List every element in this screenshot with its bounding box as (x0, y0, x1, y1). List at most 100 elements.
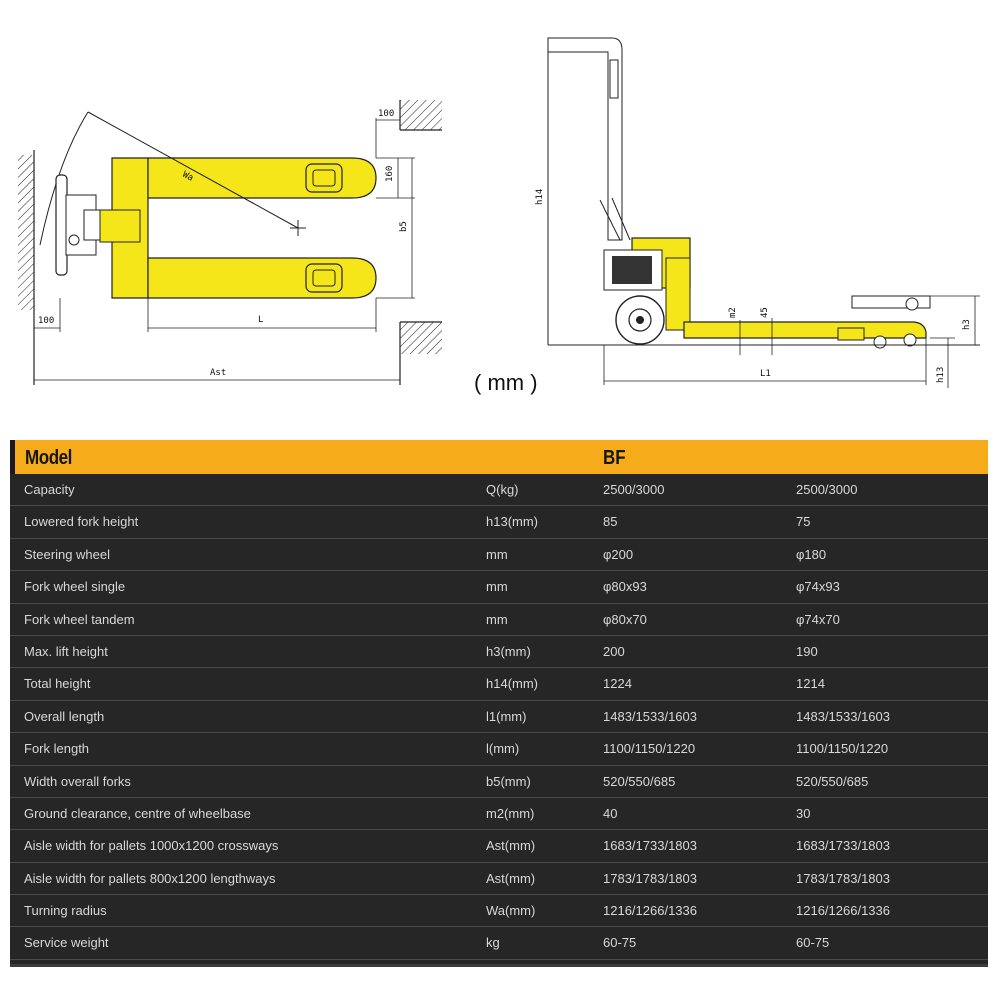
row-value-2: 1683/1733/1803 (796, 838, 890, 854)
dim-L1: L1 (760, 369, 771, 379)
row-value-1: φ80x93 (603, 579, 647, 595)
bottom-wall-hatch (400, 322, 442, 354)
row-value-1: 520/550/685 (603, 773, 676, 789)
row-unit: l(mm) (486, 741, 520, 757)
row-value-1: 40 (603, 805, 618, 821)
row-value-1: 1683/1733/1803 (603, 838, 697, 854)
dim-h14: h14 (535, 189, 545, 205)
row-parameter: Aisle width for pallets 800x1200 lengthw… (24, 870, 276, 886)
row-value-2: 1100/1150/1220 (796, 741, 889, 757)
table-row: Overall length l1(mm) 1483/1533/1603 1483/1… (10, 701, 988, 734)
row-value-2: 1216/1266/1336 (796, 903, 890, 919)
row-unit: Ast(mm) (486, 838, 536, 854)
row-parameter: Overall length (24, 708, 105, 724)
table-row: Fork wheel tandem mm φ80x70 φ74x70 (10, 604, 988, 636)
row-value-2: 30 (796, 805, 811, 821)
row-value-2: 1483/1533/1603 (796, 708, 890, 724)
row-unit: m2(mm) (486, 805, 535, 821)
row-unit: l1(mm) (486, 708, 527, 724)
table-row: Turning radius Wa(mm) 1216/1266/1336 1216/1… (10, 895, 988, 928)
row-value-1: 1224 (603, 676, 632, 692)
row-unit: Wa(mm) (486, 903, 536, 919)
row-parameter: Lowered fork height (24, 514, 139, 530)
dim-h13: h13 (936, 367, 946, 383)
row-value-1: φ200 (603, 546, 634, 562)
row-value-2: 520/550/685 (796, 773, 869, 789)
row-value-2: φ74x93 (796, 579, 840, 595)
table-row: Steering wheel mm φ200 φ180 (10, 539, 988, 572)
header-series: BF (603, 447, 626, 469)
row-value-2: 1214 (796, 676, 825, 692)
row-parameter: Aisle width for pallets 1000x1200 crossw… (24, 838, 279, 854)
spec-table: Model BF Capacity Q(kg) 2500/3000 2500/3000… (10, 440, 988, 967)
row-parameter: Width overall forks (24, 773, 131, 789)
table-row: Aisle width for pallets 1000x1200 crossw… (10, 830, 988, 863)
row-parameter: Capacity (24, 482, 75, 497)
row-unit: h3(mm) (486, 643, 531, 659)
row-value-2: 1783/1783/1803 (796, 870, 890, 886)
dim-100-top: 100 (378, 109, 394, 119)
row-value-2: 75 (796, 514, 811, 530)
row-value-1: 1100/1150/1220 (603, 741, 696, 757)
row-parameter: Steering wheel (24, 546, 110, 562)
row-value-1: 60-75 (603, 935, 637, 951)
row-value-1: 1216/1266/1336 (603, 903, 697, 919)
table-row: Lowered fork height h13(mm) 85 75 (10, 506, 988, 539)
dim-100-left: 100 (38, 316, 54, 326)
row-value-2: φ180 (796, 546, 827, 562)
dim-160: 160 (385, 166, 395, 182)
side-view-drawing: h14 m2 45 h3 L1 h13 (535, 37, 980, 388)
wa-label: Wa (181, 170, 195, 184)
table-row: Aisle width for pallets 800x1200 lengthw… (10, 863, 988, 896)
row-unit: Ast(mm) (486, 870, 536, 886)
dim-h3: h3 (962, 319, 972, 330)
table-row: Total height h14(mm) 1224 1214 (10, 668, 988, 701)
header-model: Model (25, 447, 72, 469)
row-unit: Q(kg) (486, 482, 519, 497)
left-wall-hatch (18, 155, 34, 310)
table-row: Service weight kg 60-75 60-75 (10, 927, 988, 960)
row-unit: b5(mm) (486, 773, 531, 789)
row-value-2: φ74x70 (796, 611, 840, 627)
row-parameter: Fork wheel tandem (24, 611, 135, 627)
row-value-1: 1483/1533/1603 (603, 708, 697, 724)
table-row: Max. lift height h3(mm) 200 190 (10, 636, 988, 669)
row-unit: h14(mm) (486, 676, 539, 692)
row-value-1: 200 (603, 643, 625, 659)
row-parameter: Turning radius (24, 903, 107, 919)
dim-45: 45 (760, 307, 770, 318)
row-parameter: Max. lift height (24, 643, 108, 659)
row-value-1: 1783/1783/1803 (603, 870, 697, 886)
row-unit: mm (486, 579, 508, 595)
row-parameter: Total height (24, 676, 91, 692)
table-header: Model BF (10, 440, 988, 474)
dimension-drawing: Wa 100 160 b5 100 L Ast (18, 37, 980, 388)
table-row: Width overall forks b5(mm) 520/550/685 520/… (10, 766, 988, 798)
dim-b5: b5 (399, 221, 409, 232)
unit-label: ( mm ) (474, 370, 538, 395)
row-value-1: φ80x70 (603, 611, 647, 627)
dim-m2: m2 (728, 307, 738, 318)
table-row: Capacity Q(kg) 2500/3000 2500/3000 (10, 474, 988, 507)
table-row: Fork length l(mm) 1100/1150/1220 1100/1150/… (10, 733, 988, 766)
row-value-1: 2500/3000 (603, 482, 665, 497)
row-unit: h13(mm) (486, 514, 539, 530)
row-parameter: Fork wheel single (24, 579, 126, 595)
row-unit: mm (486, 611, 508, 627)
row-value-1: 85 (603, 514, 618, 530)
top-view-drawing: Wa 100 160 b5 100 L Ast (18, 100, 442, 385)
table-row: Fork wheel single mm φ80x93 φ74x93 (10, 571, 988, 604)
row-parameter: Service weight (24, 935, 109, 951)
row-value-2: 2500/3000 (796, 482, 858, 497)
row-unit: kg (486, 935, 500, 951)
top-wall-hatch (400, 100, 442, 130)
dim-L: L (258, 315, 263, 325)
row-value-2: 60-75 (796, 935, 830, 951)
row-parameter: Fork length (24, 741, 90, 757)
row-unit: mm (486, 546, 508, 562)
dim-Ast: Ast (210, 368, 226, 378)
row-value-2: 190 (796, 643, 818, 659)
technical-drawings: Wa 100 160 b5 100 L Ast (0, 0, 1000, 430)
